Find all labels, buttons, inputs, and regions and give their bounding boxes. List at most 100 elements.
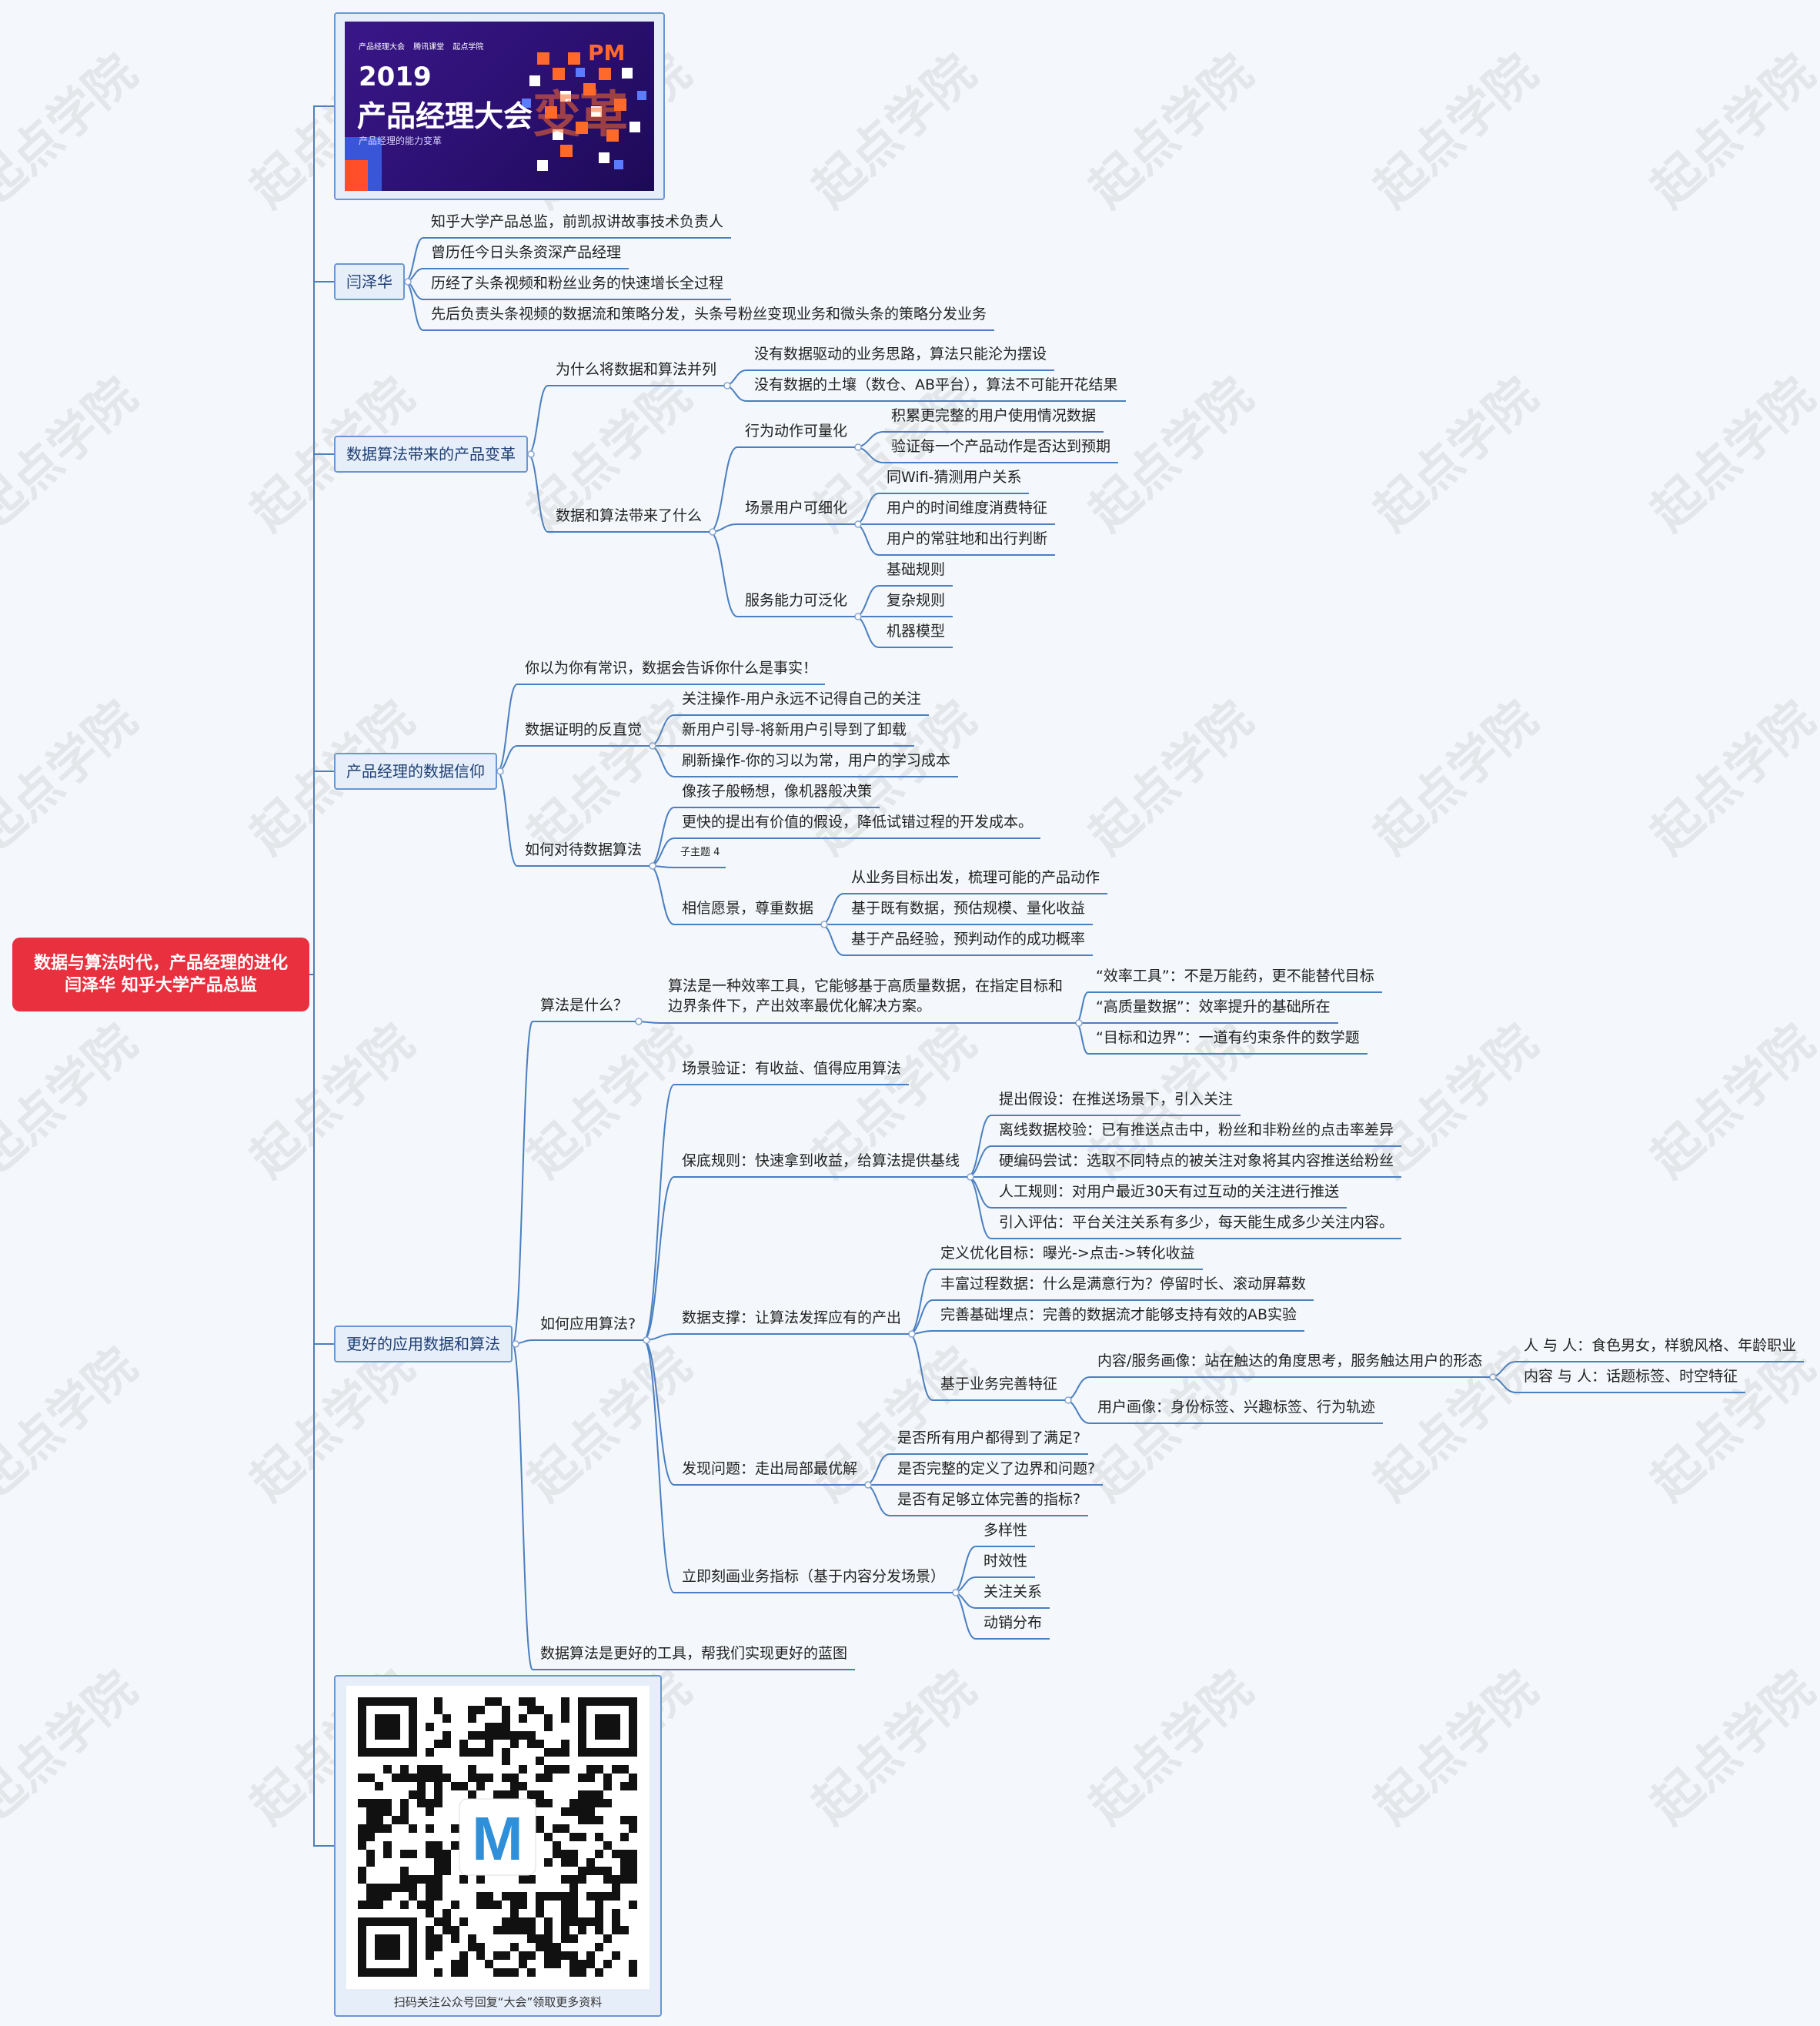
topic-node[interactable]: 验证每一个产品动作是否达到预期: [883, 433, 1119, 463]
topic-node[interactable]: 人 与 人：食色男女，样貌风格、年龄职业: [1516, 1332, 1805, 1362]
collapse-toggle-icon[interactable]: [527, 450, 535, 458]
topic-node[interactable]: 硬编码尝试：选取不同特点的被关注对象将其内容推送给粉丝: [991, 1147, 1402, 1178]
connector-line: [649, 837, 675, 867]
topic-node[interactable]: 先后负责头条视频的数据流和策略分发，头条号粉丝变现业务和微头条的策略分发业务: [423, 300, 995, 331]
topic-node[interactable]: 如何应用算法?: [533, 1310, 644, 1341]
collapse-toggle-icon[interactable]: [854, 613, 862, 620]
topic-node[interactable]: 提出假设：在推送场景下，引入关注: [991, 1085, 1241, 1116]
topic-node[interactable]: 没有数据的土壤（数仓、AB平台），算法不可能开花结果: [746, 371, 1126, 402]
collapse-toggle-icon[interactable]: [709, 528, 716, 536]
topic-node[interactable]: 内容/服务画像：站在触达的角度思考，服务触达用户的形态: [1090, 1347, 1491, 1378]
topic-node[interactable]: 基础规则: [879, 556, 953, 587]
topic-node[interactable]: 发现问题：走出局部最优解: [674, 1455, 866, 1486]
topic-node[interactable]: “高质量数据”：效率提升的基础所在: [1088, 993, 1338, 1024]
collapse-toggle-icon[interactable]: [854, 443, 862, 451]
topic-node[interactable]: 引入评估：平台关注关系有多少，每天能生成多少关注内容。: [991, 1209, 1402, 1239]
collapse-toggle-icon[interactable]: [723, 382, 731, 389]
topic-node[interactable]: 立即刻画业务指标（基于内容分发场景）: [674, 1563, 953, 1593]
topic-node[interactable]: 完善基础埋点：完善的数据流才能够支持有效的AB实验: [933, 1301, 1305, 1332]
topic-node[interactable]: 机器模型: [879, 617, 953, 648]
connector-line: [643, 1084, 675, 1341]
topic-node[interactable]: 从业务目标出发，梳理可能的产品动作: [843, 864, 1108, 894]
topic-node[interactable]: 关注操作-用户永远不记得自己的关注: [674, 685, 929, 716]
connector-line: [309, 974, 334, 1847]
topic-node[interactable]: 数据支撑：让算法发挥应有的产出: [674, 1304, 910, 1335]
topic-node[interactable]: 数据证明的反直觉: [517, 716, 650, 747]
topic-node[interactable]: 基于产品经验，预判动作的成功概率: [843, 925, 1094, 956]
topic-node[interactable]: 数据算法是更好的工具，帮我们实现更好的蓝图: [533, 1640, 856, 1670]
topic-node[interactable]: 动销分布: [976, 1609, 1050, 1640]
topic-node[interactable]: 内容 与 人：话题标签、时空特征: [1516, 1362, 1746, 1393]
topic-node[interactable]: 数据算法带来的产品变革: [334, 436, 528, 473]
topic-node[interactable]: “效率工具”：不是万能药，更不能替代目标: [1088, 962, 1382, 993]
collapse-toggle-icon[interactable]: [908, 1330, 916, 1338]
topic-node[interactable]: 基于业务完善特征: [933, 1370, 1066, 1401]
qr-code-image[interactable]: M: [346, 1686, 650, 1989]
collapse-toggle-icon[interactable]: [643, 1336, 650, 1344]
topic-node[interactable]: 是否所有用户都得到了满足?: [890, 1424, 1089, 1455]
central-topic[interactable]: 数据与算法时代，产品经理的进化 闫泽华 知乎大学产品总监: [12, 938, 309, 1011]
collapse-toggle-icon[interactable]: [1489, 1373, 1497, 1381]
topic-node[interactable]: 定义优化目标：曝光->点击->转化收益: [933, 1239, 1203, 1270]
collapse-toggle-icon[interactable]: [1064, 1396, 1072, 1404]
topic-node[interactable]: 知乎大学产品总监，前凯叔讲故事技术负责人: [423, 208, 732, 239]
topic-node[interactable]: 刷新操作-你的习以为常，用户的学习成本: [674, 747, 958, 777]
topic-node[interactable]: 用户的常驻地和出行判断: [879, 525, 1056, 556]
collapse-toggle-icon[interactable]: [952, 1589, 960, 1596]
topic-node[interactable]: 子主题 4: [674, 841, 726, 868]
topic-node[interactable]: 复杂规则: [879, 587, 953, 617]
topic-node[interactable]: 行为动作可量化: [737, 417, 856, 448]
topic-node[interactable]: 新用户引导-将新用户引导到了卸载: [674, 716, 914, 747]
topic-node[interactable]: 如何对待数据算法: [517, 836, 650, 867]
topic-node[interactable]: 曾历任今日头条资深产品经理: [423, 239, 629, 269]
topic-node[interactable]: 时效性: [976, 1547, 1036, 1578]
collapse-toggle-icon[interactable]: [1075, 1019, 1083, 1027]
connector-line: [854, 616, 880, 648]
connector-line: [512, 1343, 533, 1670]
topic-node[interactable]: 算法是什么？: [533, 991, 636, 1022]
topic-node[interactable]: 用户画像：身份标签、兴趣标签、行为轨迹: [1090, 1393, 1384, 1424]
topic-node[interactable]: 更快的提出有价值的假设，降低试错过程的开发成本。: [674, 808, 1041, 839]
topic-node[interactable]: 数据和算法带来了什么: [548, 502, 710, 533]
topic-node[interactable]: 没有数据驱动的业务思路，算法只能沦为摆设: [746, 340, 1055, 371]
topic-node[interactable]: 同Wifi-猜测用户关系: [879, 463, 1030, 494]
collapse-toggle-icon[interactable]: [820, 921, 828, 928]
topic-node[interactable]: 服务能力可泛化: [737, 587, 856, 617]
topic-node[interactable]: 算法是一种效率工具，它能够基于高质量数据，在指定目标和边界条件下，产出效率最优化…: [660, 971, 1076, 1024]
collapse-toggle-icon[interactable]: [967, 1173, 974, 1181]
topic-node[interactable]: 保底规则：快速拿到收益，给算法提供基线: [674, 1147, 968, 1178]
topic-node[interactable]: 人工规则：对用户最近30天有过互动的关注进行推送: [991, 1178, 1347, 1209]
collapse-toggle-icon[interactable]: [649, 742, 656, 750]
topic-node[interactable]: 用户的时间维度消费特征: [879, 494, 1056, 525]
topic-node[interactable]: 更好的应用数据和算法: [334, 1326, 513, 1362]
topic-node[interactable]: 是否有足够立体完善的指标?: [890, 1486, 1089, 1516]
topic-node[interactable]: 积累更完整的用户使用情况数据: [883, 402, 1104, 433]
topic-node[interactable]: 基于既有数据，预估规模、量化收益: [843, 894, 1094, 925]
qr-code-card[interactable]: M 扫码关注公众号回复“大会”领取更多资料: [334, 1675, 662, 2017]
topic-node[interactable]: 像孩子般畅想，像机器般决策: [674, 777, 880, 808]
topic-node[interactable]: 场景验证：有收益、值得应用算法: [674, 1055, 910, 1085]
topic-node[interactable]: 场景用户可细化: [737, 494, 856, 525]
topic-node[interactable]: 相信愿景，尊重数据: [674, 894, 822, 925]
collapse-toggle-icon[interactable]: [635, 1018, 643, 1025]
topic-node[interactable]: “目标和边界”：一道有约束条件的数学题: [1088, 1024, 1368, 1055]
topic-node[interactable]: 多样性: [976, 1516, 1036, 1547]
topic-node[interactable]: 历经了头条视频和粉丝业务的快速增长全过程: [423, 269, 732, 300]
collapse-toggle-icon[interactable]: [496, 767, 504, 775]
topic-node[interactable]: 你以为你有常识，数据会告诉你什么是事实！: [517, 654, 826, 685]
collapse-toggle-icon[interactable]: [649, 862, 656, 870]
conference-banner-image[interactable]: 产品经理大会 腾讯课堂 起点学院 2019 产品经理大会 产品经理的能力变革 P…: [334, 12, 665, 200]
collapse-toggle-icon[interactable]: [512, 1340, 519, 1348]
collapse-toggle-icon[interactable]: [854, 520, 862, 528]
connector-line: [967, 1176, 992, 1239]
topic-node[interactable]: 离线数据校验：已有推送点击中，粉丝和非粉丝的点击率差异: [991, 1116, 1402, 1147]
topic-node[interactable]: 丰富过程数据：什么是满意行为？停留时长、滚动屏幕数: [933, 1270, 1314, 1301]
banner-year: 2019: [359, 62, 432, 92]
topic-node[interactable]: 为什么将数据和算法并列: [548, 356, 725, 386]
topic-node[interactable]: 是否完整的定义了边界和问题?: [890, 1455, 1104, 1486]
collapse-toggle-icon[interactable]: [404, 278, 412, 286]
collapse-toggle-icon[interactable]: [864, 1481, 872, 1489]
topic-node[interactable]: 关注关系: [976, 1578, 1050, 1609]
topic-node[interactable]: 产品经理的数据信仰: [334, 753, 497, 790]
topic-node[interactable]: 闫泽华: [334, 263, 405, 300]
